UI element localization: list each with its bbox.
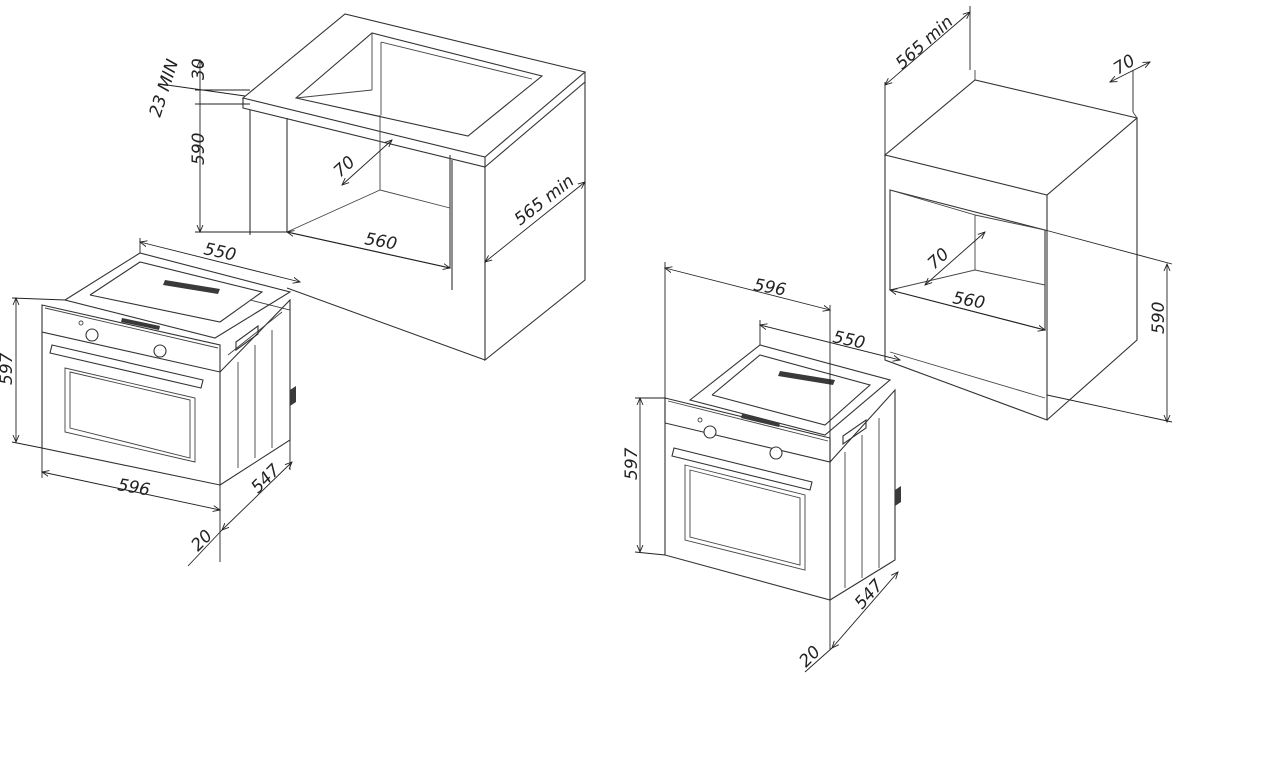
column-rear-gap-top-label: 70 — [1110, 51, 1139, 79]
under-counter-installation: 23 MIN 30 590 70 560 565 min 550 597 596… — [0, 13, 587, 567]
column-niche-height-label: 590 — [1149, 302, 1169, 334]
column-dimensions — [634, 6, 1173, 673]
column-oven — [664, 344, 901, 601]
rear-gap-label: 70 — [330, 152, 359, 181]
column-oven-width-label: 596 — [752, 275, 788, 300]
column-oven-top-depth-label: 550 — [831, 327, 867, 353]
under-counter-dimensions — [11, 60, 585, 567]
column-oven-height-label: 597 — [622, 447, 642, 480]
top-gap-label: 30 — [189, 58, 209, 80]
niche-width-label: 560 — [363, 229, 398, 254]
niche-height-label: 590 — [189, 133, 209, 165]
min-gap-label: 23 MIN — [146, 57, 183, 120]
oven-width-label: 596 — [116, 475, 152, 500]
oven-top-depth-label: 550 — [202, 239, 238, 265]
column-installation: 565 min 70 70 560 590 596 550 597 547 20 — [622, 6, 1173, 673]
oven-depth-label: 547 — [247, 460, 284, 497]
niche-depth-label: 565 min — [511, 171, 578, 230]
column-cabinet — [883, 70, 1139, 421]
column-niche-width-label: 560 — [951, 288, 986, 313]
oven-height-label: 597 — [0, 352, 17, 385]
under-counter-cabinet — [241, 13, 587, 362]
column-labels: 565 min 70 70 560 590 596 550 597 547 20 — [622, 12, 1169, 671]
column-rear-gap-label: 70 — [924, 244, 953, 273]
column-oven-depth-label: 547 — [851, 576, 888, 614]
column-door-thickness-label: 20 — [795, 642, 824, 671]
door-thickness-label: 20 — [187, 526, 216, 555]
under-counter-oven — [41, 252, 296, 486]
column-niche-depth-label: 565 min — [892, 12, 957, 74]
